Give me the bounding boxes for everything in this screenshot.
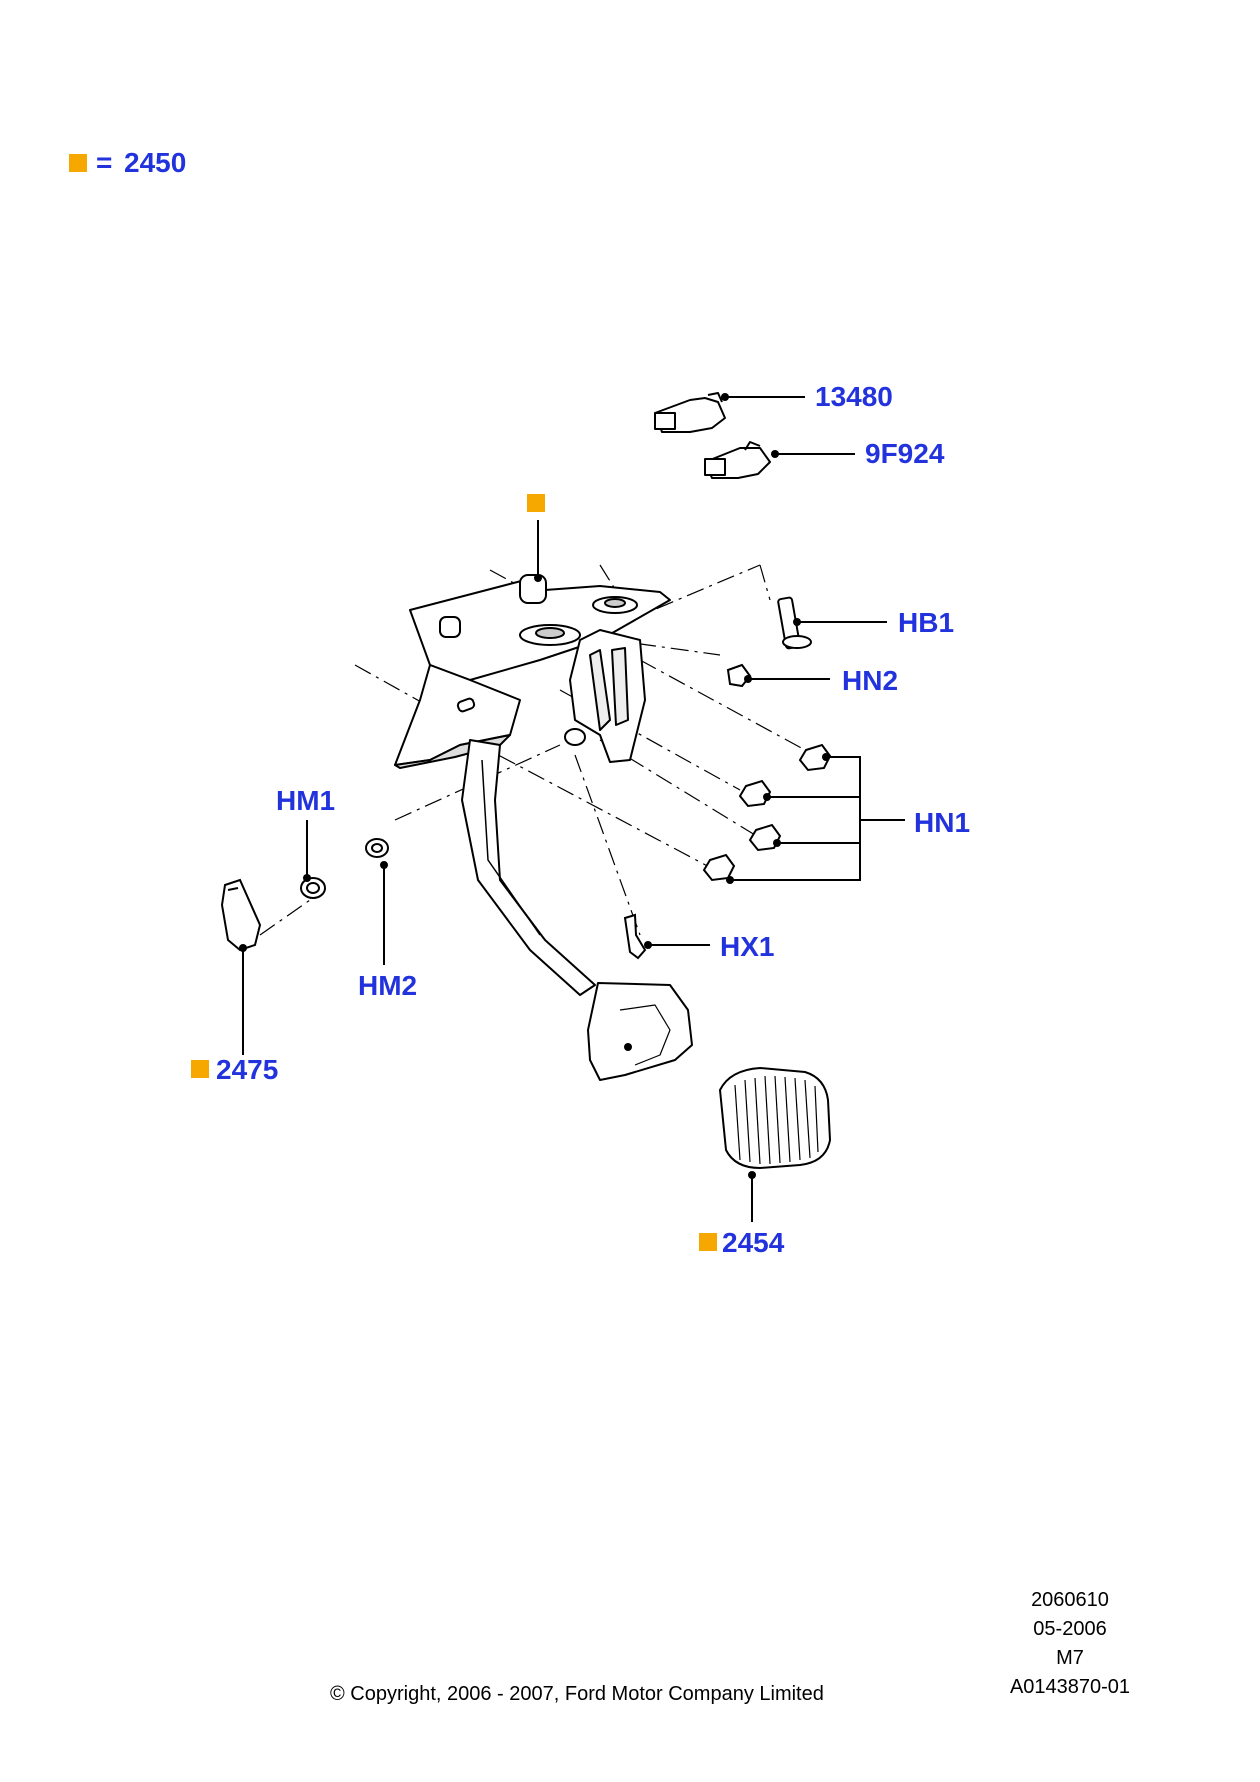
callout-2475: 2475 [216, 1054, 278, 1085]
callout-hm1: HM1 [276, 785, 335, 816]
switch-drawings [654, 392, 771, 479]
callout-hb1: HB1 [898, 607, 954, 638]
legend-marker [69, 154, 87, 172]
marker-bracket [527, 494, 545, 512]
drawing-info: 2060610 05-2006 M7 A0143870-01 [990, 1586, 1150, 1702]
callout-13480: 13480 [815, 381, 893, 412]
marker-2454 [699, 1233, 717, 1251]
callout-hm2: HM2 [358, 970, 417, 1001]
info-line-1: 2060610 [1031, 1589, 1109, 1611]
pedal-pad-drawing [718, 1066, 832, 1170]
callout-hn2: HN2 [842, 665, 898, 696]
info-line-3: M7 [1056, 1647, 1084, 1669]
legend-equals: = [96, 147, 112, 178]
leader-lines [242, 396, 905, 1222]
pedal-arm-drawing [461, 739, 693, 1081]
leader-dots [239, 393, 830, 1179]
pedal-bracket-drawing [394, 574, 671, 769]
fastener-drawings [220, 596, 832, 960]
callout-hx1: HX1 [720, 931, 774, 962]
copyright-notice: © Copyright, 2006 - 2007, Ford Motor Com… [330, 1683, 824, 1705]
info-line-4: A0143870-01 [1009, 1676, 1131, 1698]
callout-hn1: HN1 [914, 807, 970, 838]
legend-part-number: 2450 [124, 147, 186, 178]
callout-9f924: 9F924 [865, 438, 945, 469]
marker-2475 [191, 1060, 209, 1078]
callout-2454: 2454 [722, 1227, 785, 1258]
info-line-2: 05-2006 [1033, 1618, 1107, 1640]
